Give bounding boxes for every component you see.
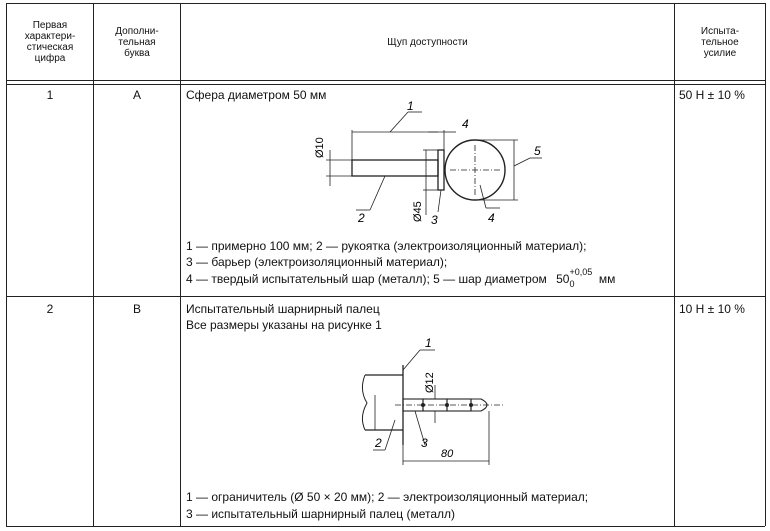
header-test-force: Испыта- тельное усилие [700, 25, 740, 59]
row1-legend-line1: 1 — примерно 100 мм; 2 — рукоятка (элект… [186, 239, 587, 253]
header-probe: Щуп доступности [387, 36, 468, 48]
ball-dimension-base: 50 [556, 272, 570, 286]
row1-letter: A [132, 88, 141, 102]
row2-letter: B [132, 302, 141, 316]
row1-legend-line2: 3 — барьер (электроизоляционный материал… [186, 255, 448, 269]
header-first-digit: Первая характери- стическая цифра [24, 20, 76, 64]
row2-digit: 2 [46, 302, 54, 316]
row2-subtitle: Все размеры указаны на рисунке 1 [186, 318, 382, 332]
ball-dimension-unit: мм [598, 272, 616, 286]
label-d12: Ø12 [424, 372, 436, 393]
ball-dimension: 50 +0,05 0 мм [556, 267, 616, 289]
label-5: 5 [534, 144, 541, 158]
row2-legend-line2: 3 — испытательный шарнирный палец (метал… [186, 507, 455, 521]
row1-legend-line3: 4 — твердый испытательный шар (металл); … [186, 267, 616, 289]
row2-title: Испытательный шарнирный палец [186, 302, 380, 316]
row1-digit: 1 [46, 88, 54, 102]
label-3: 3 [431, 213, 438, 227]
row1-legend-line3-text: 4 — твердый испытательный шар (металл); … [186, 272, 547, 286]
label-2: 2 [357, 211, 365, 225]
sphere-probe-figure: 1 4 Ø10 Ø45 5 2 3 4 [314, 100, 542, 227]
header-additional-letter: Дополни- тельная буква [115, 25, 159, 59]
ball-dimension-sup: +0,05 [569, 267, 593, 277]
label-d10: Ø10 [314, 137, 326, 158]
jointed-finger-figure: Ø12 80 1 2 3 [361, 336, 505, 465]
label-4-width: 4 [462, 117, 469, 131]
row1-title: Сфера диаметром 50 мм [186, 88, 327, 102]
label-1-finger: 1 [425, 336, 432, 350]
label-2-finger: 2 [374, 436, 382, 450]
row1-force: 50 Н ± 10 % [679, 88, 745, 102]
row2-force: 10 Н ± 10 % [679, 302, 745, 316]
label-80: 80 [441, 448, 454, 460]
row2-legend-line1: 1 — ограничитель (Ø 50 × 20 мм); 2 — эле… [186, 490, 589, 504]
label-3-finger: 3 [421, 436, 428, 450]
label-4: 4 [488, 211, 495, 225]
label-1: 1 [407, 100, 414, 113]
ball-dimension-sub: 0 [569, 279, 575, 289]
label-d45: Ø45 [412, 201, 424, 222]
